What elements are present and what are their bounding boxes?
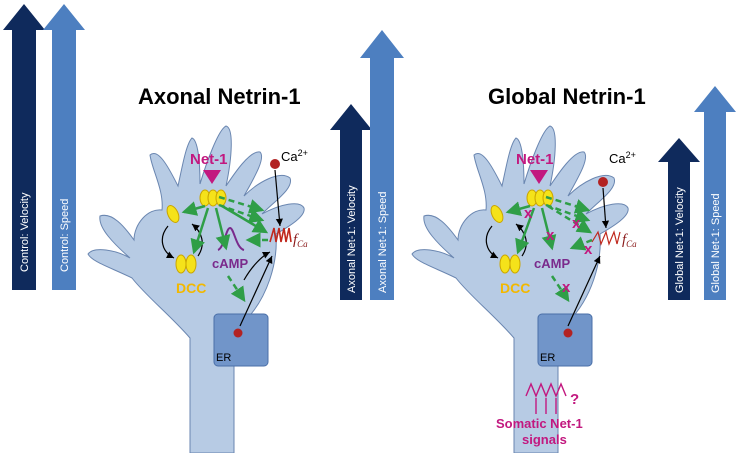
global-dcc-cycle-arrow (485, 225, 499, 259)
global-inhibition-marks: x x x x x (524, 205, 593, 296)
global-pathway-arrows (505, 195, 593, 303)
global-x-mark: x (572, 215, 581, 232)
global-dcc-label: DCC (500, 280, 530, 296)
control-velocity-label: Control: Velocity (19, 192, 31, 272)
global-er-calcium (563, 328, 573, 338)
global-somatic-label-line1: Somatic Net-1 (496, 416, 583, 431)
global-somatic-label-line2: signals (522, 432, 567, 447)
axonal-ca-influx-arrow (274, 169, 283, 227)
axonal-dcc-monomer (166, 205, 180, 223)
global-dcc-receptor (526, 189, 554, 207)
global-er-label: ER (540, 352, 555, 364)
global-somatic-question: ? (570, 391, 579, 408)
global-speed-label: Global Net-1: Speed (710, 193, 722, 293)
axonal-velocity-label: Axonal Net-1: Velocity (346, 185, 358, 293)
global-dcc-dimer (499, 254, 521, 274)
axonal-ca-dot (270, 159, 280, 169)
axonal-fca-spikes (269, 227, 292, 243)
control-speed-arrow: Control: Speed (43, 4, 85, 290)
global-net1-label: Net-1 (516, 151, 554, 168)
axonal-speed-arrow: Axonal Net-1: Speed (360, 30, 404, 300)
global-x-mark: x (584, 241, 593, 258)
axonal-er-release-arrow (239, 255, 273, 327)
global-x-mark: x (524, 205, 533, 222)
control-velocity-arrow: Control: Velocity (3, 4, 45, 290)
axonal-dcc-receptor (199, 189, 227, 207)
control-speed-label: Control: Speed (59, 199, 71, 272)
axonal-er (213, 313, 269, 367)
global-dcc-monomer (490, 205, 504, 223)
axonal-camp-label: cAMP (212, 256, 248, 271)
global-net1-triangle (530, 170, 548, 184)
axonal-fca-label: fCa (293, 232, 308, 249)
global-ca-label: Ca2+ (609, 150, 636, 166)
global-velocity-arrow: Global Net-1: Velocity (658, 138, 700, 300)
global-speed-arrow: Global Net-1: Speed (694, 86, 736, 300)
axonal-net1-label: Net-1 (190, 151, 228, 168)
global-ca-influx-arrow (601, 187, 610, 229)
global-er (537, 313, 593, 367)
global-er-release-arrow (567, 255, 601, 327)
global-velocity-label: Global Net-1: Velocity (674, 187, 686, 293)
axonal-dcc-label: DCC (176, 280, 206, 296)
global-x-mark: x (562, 279, 571, 296)
axonal-dcc-cycle-arrow (161, 225, 175, 259)
axonal-title: Axonal Netrin-1 (138, 84, 301, 109)
global-camp-label: cAMP (534, 256, 570, 271)
global-fca-label: fCa (622, 232, 637, 249)
global-somatic-signals (525, 382, 567, 414)
axonal-net1-triangle (203, 170, 221, 184)
axonal-camp-to-fca-arrow (243, 251, 271, 281)
global-ca-dot (598, 177, 608, 187)
axonal-velocity-arrow: Axonal Net-1: Velocity (330, 104, 372, 300)
global-title: Global Netrin-1 (488, 84, 646, 109)
axonal-er-label: ER (216, 352, 231, 364)
global-fca-spikes (591, 230, 621, 246)
axonal-dcc-dimer (175, 254, 197, 274)
global-x-mark: x (546, 227, 555, 244)
axonal-speed-label: Axonal Net-1: Speed (377, 191, 389, 293)
axonal-pathway-arrows (181, 195, 269, 303)
axonal-ca-label: Ca2+ (281, 148, 308, 164)
axonal-er-calcium (233, 328, 243, 338)
